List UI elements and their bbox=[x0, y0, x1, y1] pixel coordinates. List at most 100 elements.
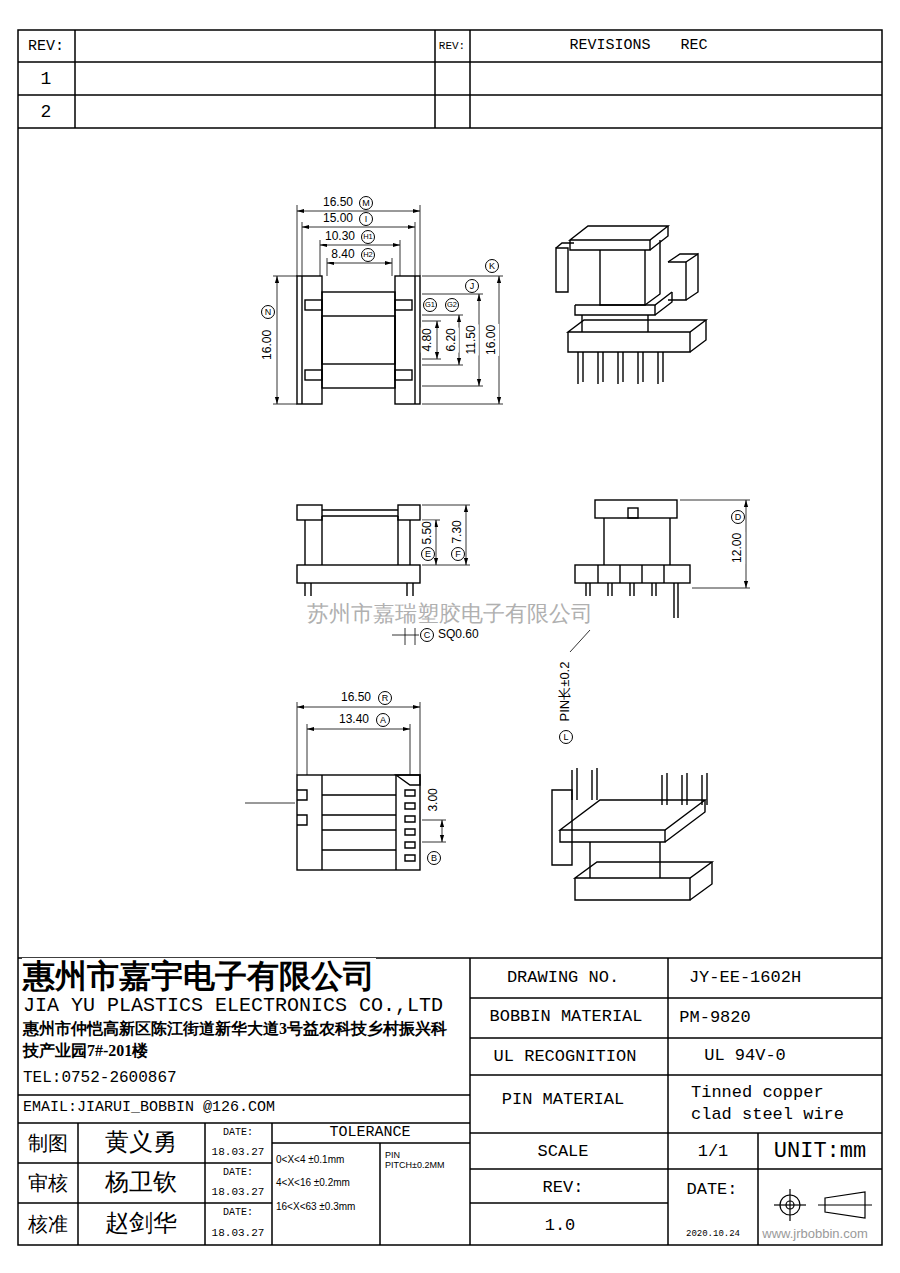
side-view bbox=[304, 520, 305, 565]
revision-cell: 2 bbox=[40, 102, 53, 123]
company-name: JIA YU PLASTICS ELECTRONICS CO.,LTD bbox=[22, 994, 444, 1017]
top-view-dimensions bbox=[422, 365, 463, 366]
revision-cell: REV: bbox=[438, 40, 466, 53]
dimension-value: 13.40 bbox=[338, 713, 370, 727]
callout-letter: F bbox=[451, 547, 465, 561]
watermark: www.jrbobbin.com bbox=[761, 1227, 869, 1242]
top-iso-view bbox=[570, 240, 650, 250]
title-block-grid bbox=[204, 1123, 206, 1245]
side-view bbox=[305, 583, 413, 596]
side-view-dimensions bbox=[466, 505, 467, 565]
table-cell: 1/1 bbox=[697, 1142, 730, 1162]
top-view-dimensions bbox=[327, 258, 328, 276]
callout-letter: E bbox=[421, 547, 435, 561]
side-view-dimensions bbox=[436, 520, 437, 565]
top-iso-view bbox=[556, 243, 574, 248]
table-cell: DATE: bbox=[222, 1167, 254, 1179]
top-view-dimensions bbox=[297, 211, 420, 212]
dimension-value: SQ0.60 bbox=[437, 628, 480, 642]
title-block-grid bbox=[271, 1123, 273, 1245]
bottom-view-dimensions bbox=[245, 702, 446, 842]
title-block-grid bbox=[470, 1202, 668, 1204]
dimension-value: 15.00 bbox=[322, 212, 354, 226]
bottom-view-dimensions bbox=[297, 702, 298, 775]
top-view-dimensions bbox=[420, 205, 421, 276]
bottom-view bbox=[405, 790, 415, 861]
top-view-dimensions bbox=[392, 258, 393, 276]
sheet-frame bbox=[18, 94, 882, 96]
table-cell: 1.0 bbox=[544, 1216, 577, 1236]
top-view bbox=[322, 292, 395, 388]
title-block-grid bbox=[470, 1132, 882, 1134]
top-iso-view bbox=[668, 262, 686, 300]
projection-symbol bbox=[818, 1204, 872, 1205]
top-iso-view bbox=[568, 332, 690, 352]
top-iso-view bbox=[690, 320, 706, 352]
bottom-view-dimensions bbox=[297, 707, 420, 708]
front-view bbox=[628, 508, 638, 518]
side-view-dimensions bbox=[422, 565, 470, 566]
top-view bbox=[395, 370, 412, 380]
side-view-dimensions bbox=[405, 628, 406, 645]
table-cell: DATE: bbox=[222, 1127, 254, 1139]
table-cell: PIN PITCH±0.2MM bbox=[384, 1150, 456, 1171]
bottom-view-dimensions bbox=[422, 820, 446, 821]
projection-symbol bbox=[789, 1189, 790, 1221]
top-iso-view bbox=[568, 320, 706, 332]
title-block-grid bbox=[470, 1037, 882, 1039]
bottom-view-dimensions bbox=[245, 803, 295, 804]
side-view bbox=[322, 515, 398, 516]
table-cell: TOLERANCE bbox=[328, 1124, 411, 1141]
sheet-frame bbox=[18, 30, 882, 1245]
callout-letter: B bbox=[427, 851, 441, 865]
top-iso-view bbox=[645, 240, 660, 305]
dimension-value: 7.30 bbox=[451, 519, 465, 544]
contact-info: TEL:0752-2600867 bbox=[22, 1069, 178, 1087]
table-cell: 18.03.27 bbox=[211, 1186, 266, 1199]
side-view bbox=[322, 509, 398, 510]
table-cell: JY-EE-1602H bbox=[688, 968, 802, 988]
title-block-grid bbox=[18, 958, 882, 1245]
bottom-view-dimensions bbox=[422, 842, 446, 843]
table-cell: 赵剑华 bbox=[104, 1210, 178, 1238]
side-view bbox=[297, 505, 420, 596]
top-iso-view bbox=[600, 250, 645, 305]
callout-letter: D bbox=[731, 510, 745, 524]
top-view bbox=[297, 276, 420, 404]
bottom-iso-view bbox=[560, 800, 705, 830]
table-cell: 4<X<16 ±0.2mm bbox=[275, 1177, 351, 1189]
top-view-dimensions bbox=[297, 205, 298, 276]
top-view-dimensions bbox=[479, 294, 480, 386]
table-cell: PIN MATERIAL bbox=[501, 1090, 625, 1110]
callout-letter: H1 bbox=[361, 230, 375, 244]
projection-symbol bbox=[774, 1189, 872, 1221]
bottom-view bbox=[297, 775, 420, 870]
sheet-frame bbox=[74, 30, 76, 128]
bottom-iso-view bbox=[575, 862, 712, 878]
top-view bbox=[297, 276, 322, 404]
table-cell: 审核 bbox=[27, 1172, 69, 1195]
front-view bbox=[598, 565, 664, 583]
bottom-iso-view bbox=[572, 768, 597, 800]
top-view-dimensions bbox=[302, 227, 415, 228]
callout-letter: G1 bbox=[423, 298, 437, 312]
top-iso-view bbox=[575, 305, 655, 315]
bottom-iso-view bbox=[552, 790, 572, 865]
sheet-frame bbox=[469, 30, 471, 128]
top-iso-view bbox=[668, 254, 698, 262]
front-view bbox=[669, 518, 670, 565]
callout-letter: J bbox=[465, 279, 479, 293]
side-view-dimensions bbox=[415, 628, 416, 645]
top-view-dimensions bbox=[273, 276, 297, 277]
bottom-view bbox=[297, 775, 420, 870]
top-view-dimensions bbox=[422, 276, 503, 277]
bottom-view-dimensions bbox=[420, 702, 421, 775]
callout-letter: K bbox=[485, 259, 499, 273]
table-cell: 2020.10.24 bbox=[685, 1229, 741, 1239]
dimension-value: 16.50 bbox=[340, 691, 372, 705]
side-view-dimensions bbox=[392, 635, 419, 636]
top-view-dimensions bbox=[422, 404, 503, 405]
table-cell: REV: bbox=[542, 1178, 585, 1198]
bottom-iso-view bbox=[665, 800, 705, 842]
